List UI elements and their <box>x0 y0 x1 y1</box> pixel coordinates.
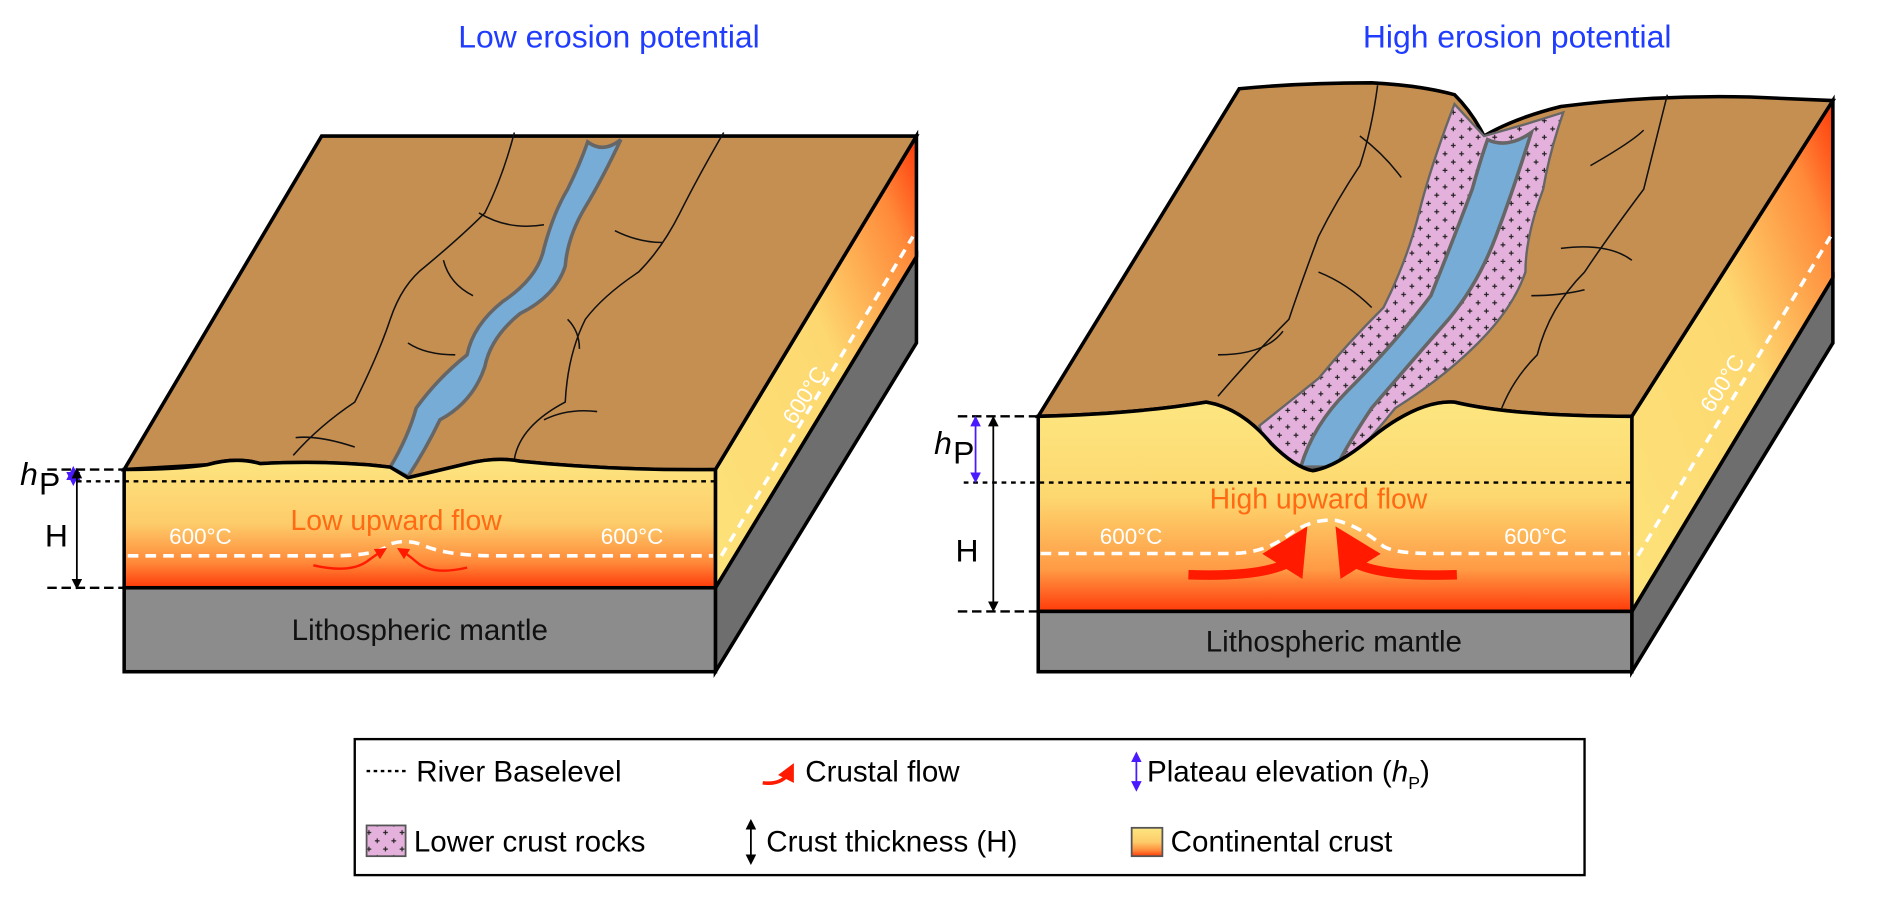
crustal-flow-arrow-left <box>313 548 388 570</box>
legend-label-continental-crust: Continental crust <box>1171 825 1393 858</box>
crustal-flow-arrow-left <box>1188 526 1308 580</box>
isotherm-side <box>1636 235 1833 557</box>
temp-label-right: 600°C <box>601 524 664 549</box>
hp-label: h <box>934 425 952 461</box>
legend-label-crustal-flow: Crustal flow <box>805 756 960 789</box>
panel-low-erosion: Low erosion potential 600°C Lithospheric… <box>20 18 920 679</box>
lithospheric-mantle-front <box>122 585 718 674</box>
legend-label-plateau-elevation: Plateau elevation (hP) <box>1147 756 1430 793</box>
hp-subscript: P <box>39 465 60 501</box>
H-label: H <box>45 517 68 553</box>
pink-crosses-swatch-icon <box>365 824 407 858</box>
gradient-swatch-icon <box>1130 826 1164 858</box>
surface-cracks <box>1217 85 1669 409</box>
mantle-label: Lithospheric mantle <box>1206 626 1462 659</box>
crustal-flow-arrow-right <box>396 548 468 572</box>
flow-label: Low upward flow <box>290 505 502 537</box>
flow-label: High upward flow <box>1210 484 1428 516</box>
river <box>1298 128 1535 469</box>
lithospheric-mantle-front <box>1036 609 1634 674</box>
legend-box <box>353 737 1586 877</box>
legend: River Baselevel Crustal flow Plateau ele… <box>353 737 1586 877</box>
hp-subscript: P <box>953 435 974 471</box>
surface-cracks <box>292 132 725 460</box>
red-arrow-icon <box>762 763 794 785</box>
legend-label-crust-thickness: Crust thickness (H) <box>766 825 1017 858</box>
panel-title: High erosion potential <box>1363 18 1672 54</box>
H-label: H <box>955 533 978 569</box>
hp-label: h <box>20 456 38 492</box>
river <box>387 138 623 479</box>
crustal-flow-arrow-right <box>1335 526 1458 580</box>
legend-label-lower-crust-rocks: Lower crust rocks <box>414 825 646 858</box>
mantle-label: Lithospheric mantle <box>292 614 548 647</box>
panel-title: Low erosion potential <box>458 18 760 54</box>
isotherm-600 <box>127 539 714 558</box>
isotherm-side <box>719 235 915 557</box>
legend-label-river-baselevel: River Baselevel <box>416 756 621 789</box>
temp-label-left: 600°C <box>1100 524 1163 549</box>
temp-label-left: 600°C <box>169 524 232 549</box>
continental-crust-front <box>1036 400 1634 614</box>
isotherm-600 <box>1040 518 1630 556</box>
temp-label-right: 600°C <box>1504 524 1567 549</box>
panel-high-erosion: High erosion potential 600°C Lithospheri… <box>934 18 1837 679</box>
